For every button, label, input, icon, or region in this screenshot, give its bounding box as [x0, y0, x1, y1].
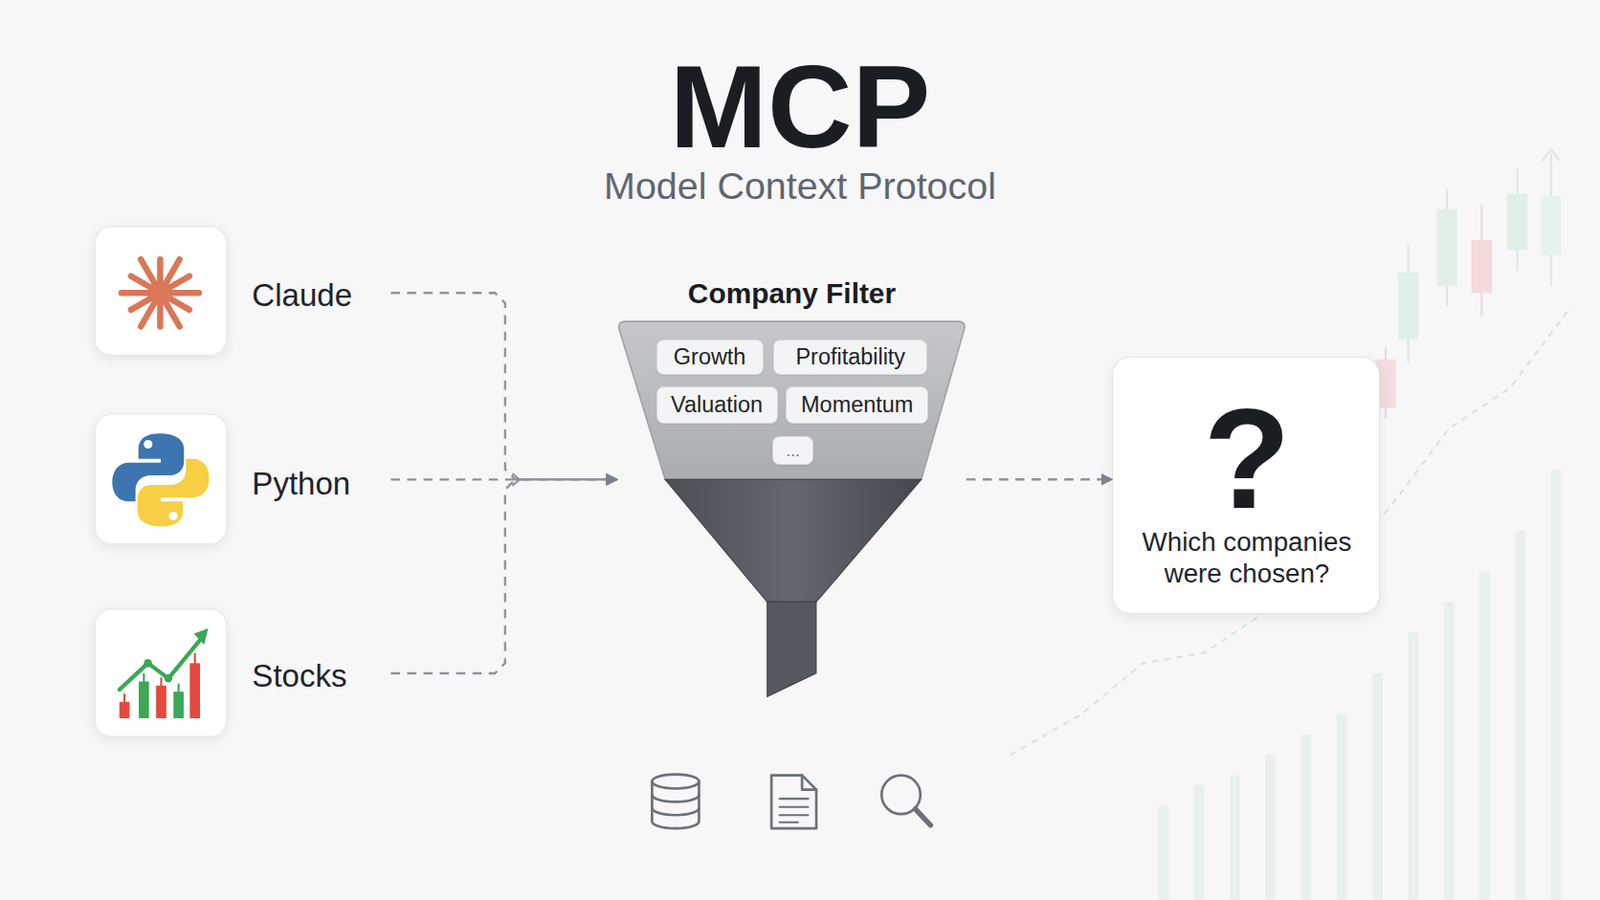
- bg-bar: [1229, 776, 1241, 900]
- funnel-cone: [665, 479, 922, 602]
- criterion-chip: Profitability: [773, 339, 928, 376]
- bg-bar: [1301, 734, 1312, 900]
- python-logo-yellow: [137, 459, 210, 528]
- result-box: ?Which companies were chosen?: [1111, 356, 1379, 615]
- filter-funnel: Company FilterGrowth ProfitabilityValuati…: [617, 273, 967, 701]
- node-label: Profitability: [795, 346, 906, 369]
- stock-bar: [189, 663, 200, 719]
- database-rings: [651, 795, 699, 816]
- icon-tile: [94, 226, 227, 356]
- python-logo-eye: [169, 511, 178, 521]
- background-trend-line: [1010, 306, 1572, 756]
- stock-bar: [155, 686, 167, 719]
- search-icon: [881, 776, 931, 826]
- candle-body: [1436, 209, 1457, 287]
- stock-point: [143, 659, 153, 668]
- flow-connector: [390, 479, 618, 674]
- node-label: Momentum: [800, 394, 913, 417]
- source-node: Claude: [94, 226, 391, 356]
- node-label: Valuation: [670, 394, 763, 417]
- python-logo: [111, 433, 209, 527]
- bottom-icons: [651, 775, 931, 830]
- funnel-top: [619, 321, 965, 480]
- candle-body: [1507, 194, 1528, 251]
- python-logo-eye: [143, 440, 153, 449]
- document-lines: [779, 799, 809, 823]
- trend-arrow: [1541, 149, 1560, 162]
- bg-bar: [1336, 714, 1348, 900]
- criterion-chip: ...: [772, 436, 814, 466]
- stocks-logo: [119, 628, 209, 719]
- bg-bar: [1408, 632, 1420, 900]
- database-icon: [651, 775, 699, 830]
- stock-bar: [138, 682, 150, 719]
- stock-bar: [119, 702, 131, 719]
- source-node: Stocks: [94, 609, 391, 737]
- candle-body: [1471, 240, 1492, 293]
- stock-bar: [173, 691, 184, 719]
- criterion-chip: Growth: [656, 339, 764, 376]
- node-label: Growth: [673, 346, 747, 369]
- bg-bar: [1372, 673, 1383, 900]
- node-label: Claude: [251, 279, 353, 312]
- icon-tile: [94, 609, 227, 737]
- candle-body: [1398, 272, 1419, 339]
- flow-connector: [966, 478, 1112, 481]
- bg-bar: [1514, 531, 1526, 900]
- criterion-chip: Momentum: [785, 386, 929, 423]
- node-label: Python: [251, 467, 351, 500]
- database-top: [651, 775, 699, 790]
- node-body: Which companies were chosen?: [1129, 526, 1364, 591]
- node-label: ?: [1112, 387, 1380, 531]
- flow-connector: [390, 292, 618, 480]
- bg-bar: [1194, 785, 1205, 900]
- stock-arrowhead: [194, 628, 209, 645]
- subtitle: Model Context Protocol: [0, 167, 1600, 205]
- node-label: Company Filter: [617, 279, 967, 309]
- bg-bar: [1479, 571, 1490, 900]
- bg-bar: [1551, 469, 1562, 900]
- node-label: ...: [785, 443, 800, 460]
- funnel-outline: [617, 273, 967, 701]
- database-body: [651, 781, 699, 829]
- node-label: Stocks: [251, 660, 347, 692]
- claude-logo: [121, 259, 200, 327]
- document-fold: [801, 776, 817, 791]
- flow-connector: [390, 478, 618, 481]
- criterion-chip: Valuation: [656, 386, 778, 423]
- document-outline: [771, 776, 817, 829]
- stock-point: [164, 674, 174, 684]
- bg-bar: [1265, 755, 1276, 900]
- diagram-title: MCP: [0, 48, 1600, 167]
- merge-chevron: [511, 473, 519, 487]
- background-candles: [1375, 149, 1561, 420]
- bg-bar: [1157, 806, 1169, 900]
- bg-bar: [1444, 601, 1455, 900]
- stock-trend-line: [119, 638, 202, 690]
- funnel-spout: [767, 601, 817, 697]
- document-icon: [771, 776, 817, 829]
- icon-tile: [94, 414, 227, 544]
- source-node: Python: [94, 414, 391, 544]
- search-handle: [914, 809, 931, 826]
- candle-body: [1540, 196, 1561, 256]
